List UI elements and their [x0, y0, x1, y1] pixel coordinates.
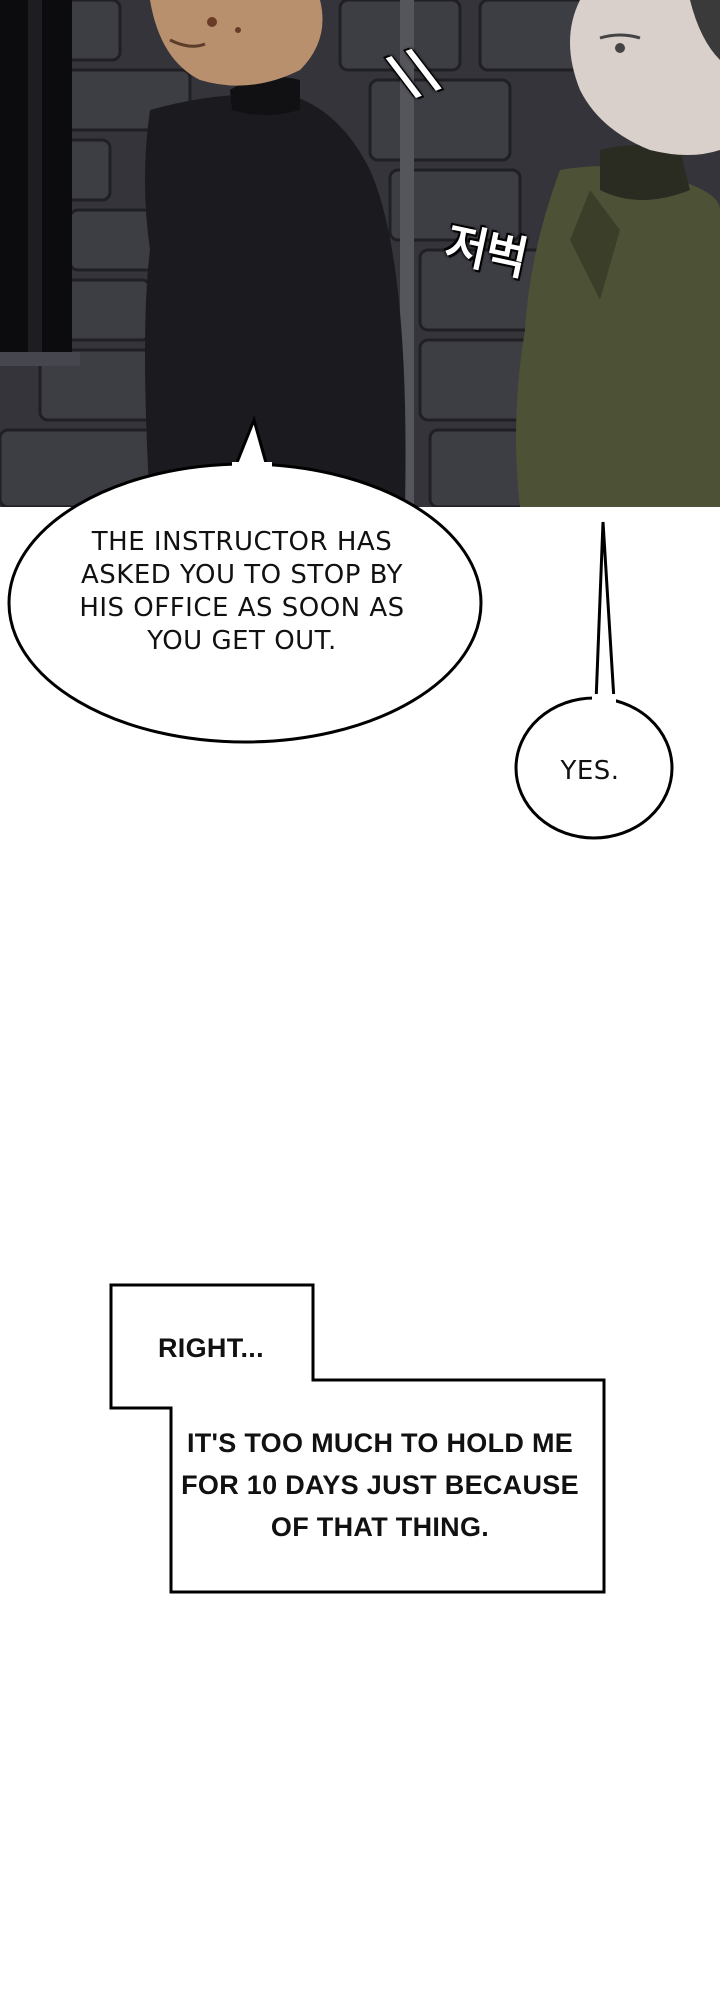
scene-illustration [0, 0, 720, 507]
black-shirt-figure [145, 94, 406, 507]
man-face [150, 0, 323, 86]
bubble-yes-tail [594, 521, 616, 704]
comic-panel-scene: \\ 저벅 [0, 0, 720, 507]
reply-dialogue: YES. [560, 756, 620, 786]
green-jacket-figure [516, 166, 720, 507]
instructor-dialogue: THE INSTRUCTOR HAS ASKED YOU TO STOP BY … [79, 527, 405, 656]
narration-line-1: RIGHT... [158, 1333, 264, 1363]
boy-face [570, 0, 720, 155]
narration-line-2: IT'S TOO MUCH TO HOLD ME FOR 10 DAYS JUS… [181, 1428, 579, 1542]
